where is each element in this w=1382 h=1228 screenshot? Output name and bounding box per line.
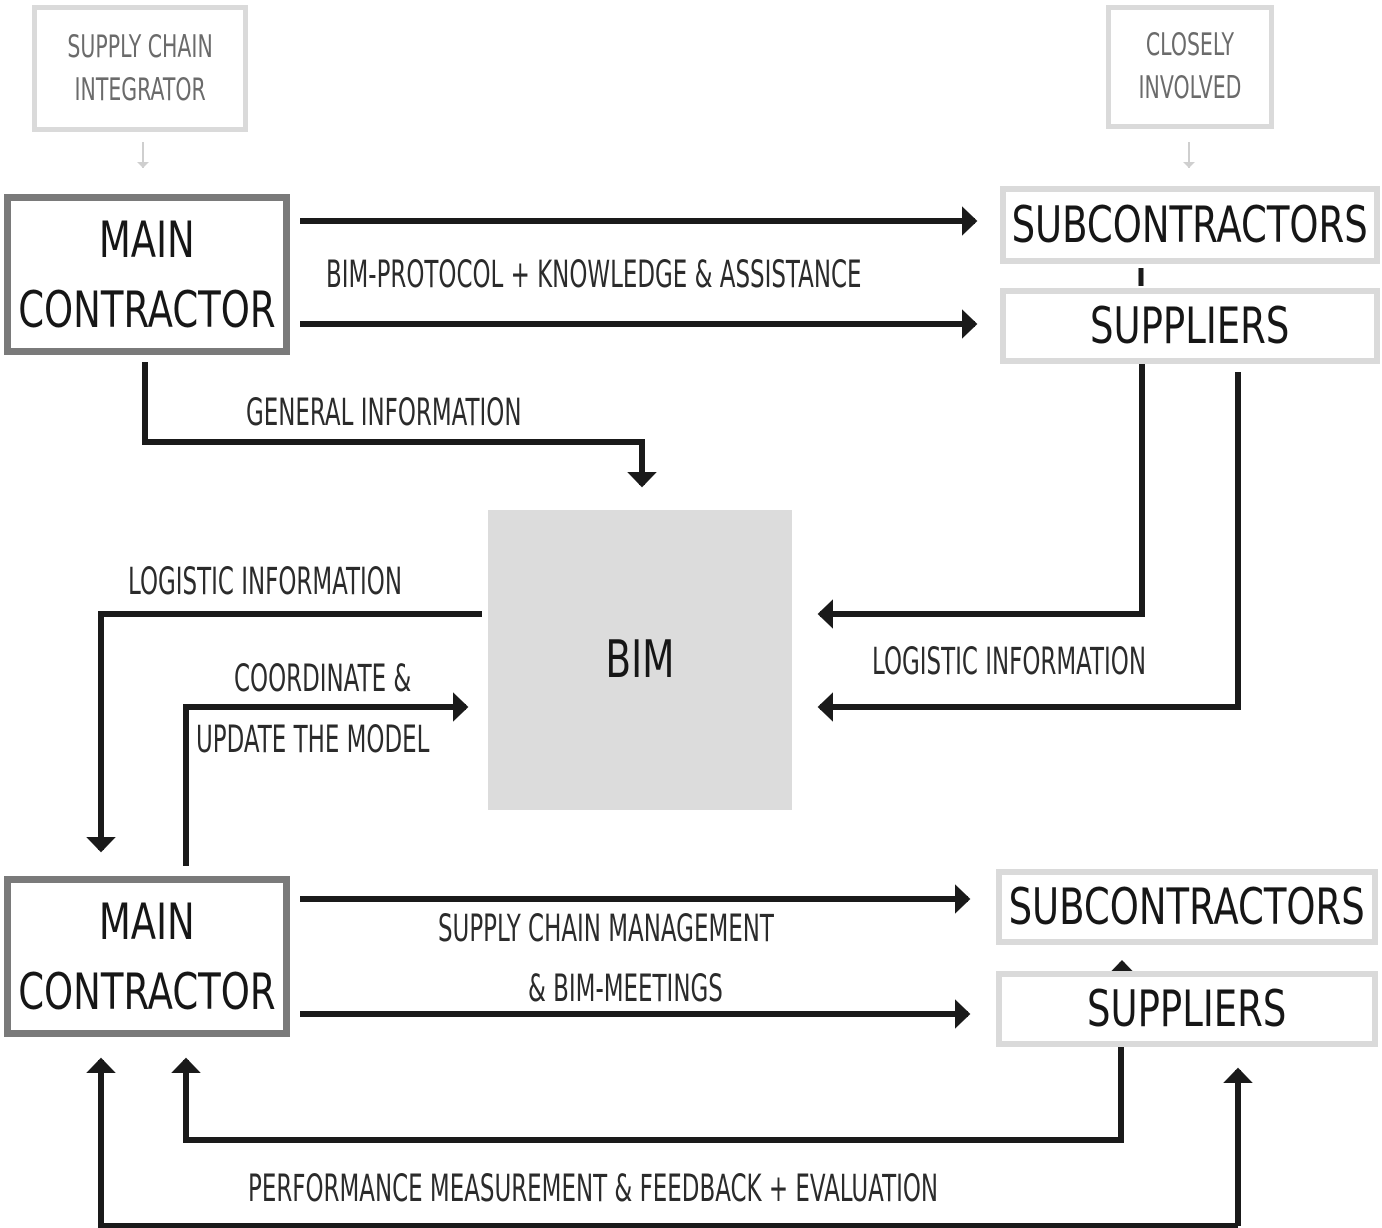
performance-feedback-label: PERFORMANCE MEASUREMENT & FEEDBACK + EVA… (248, 1167, 939, 1210)
logistic-information-right-label: LOGISTIC INFORMATION (872, 640, 1147, 683)
main-contractor-line: CONTRACTOR (18, 280, 276, 339)
supply-chain-management-label-line2: & BIM-MEETINGS (528, 967, 723, 1010)
coordinate-label-line1: COORDINATE & (234, 657, 412, 700)
tag-line: CLOSELY (1145, 27, 1235, 64)
supply-chain-integrator-tag: SUPPLY CHAIN INTEGRATOR (32, 5, 248, 132)
suppliers-label: SUPPLIERS (1090, 297, 1290, 355)
main-contractor-box-top: MAIN CONTRACTOR (4, 194, 290, 355)
arrow-suppliers-feedback-outer (86, 1057, 1238, 1228)
main-contractor-line: MAIN (99, 892, 195, 951)
suppliers-box-bottom: SUPPLIERS (996, 971, 1378, 1047)
subcontractors-label: SUBCONTRACTORS (1008, 878, 1366, 936)
bim-label: BIM (605, 630, 675, 690)
subcontractors-box-top: SUBCONTRACTORS (1000, 186, 1380, 264)
bim-box: BIM (488, 510, 792, 810)
arrow-suppliers-feedback-inner (171, 1046, 1124, 1143)
supply-chain-management-label-line1: SUPPLY CHAIN MANAGEMENT (438, 907, 774, 950)
arrow-bim-logistic-to-main (86, 611, 482, 853)
main-contractor-line: MAIN (99, 210, 195, 269)
subcontractors-label: SUBCONTRACTORS (1011, 196, 1369, 254)
bim-protocol-label: BIM-PROTOCOL + KNOWLEDGE & ASSISTANCE (326, 253, 862, 296)
general-information-label: GENERAL INFORMATION (246, 391, 522, 434)
tag-line: SUPPLY CHAIN (67, 28, 213, 65)
tag-line: INVOLVED (1138, 70, 1242, 106)
tag-line: INTEGRATOR (74, 71, 206, 108)
main-contractor-box-bottom: MAIN CONTRACTOR (4, 876, 290, 1037)
arrow-coordinate-update (183, 692, 469, 866)
subcontractors-box-bottom: SUBCONTRACTORS (996, 869, 1378, 945)
arrow-general-information (142, 362, 657, 488)
main-contractor-line: CONTRACTOR (18, 962, 276, 1021)
arrow-suppliers-to-bim (817, 372, 1241, 722)
coordinate-label-line2: UPDATE THE MODEL (196, 718, 430, 761)
closely-involved-tag: CLOSELY INVOLVED (1106, 5, 1274, 129)
arrow-subcontractors-to-bim (817, 362, 1145, 629)
suppliers-box-top: SUPPLIERS (1000, 288, 1380, 364)
logistic-information-left-label: LOGISTIC INFORMATION (128, 560, 403, 603)
suppliers-label: SUPPLIERS (1087, 980, 1287, 1038)
